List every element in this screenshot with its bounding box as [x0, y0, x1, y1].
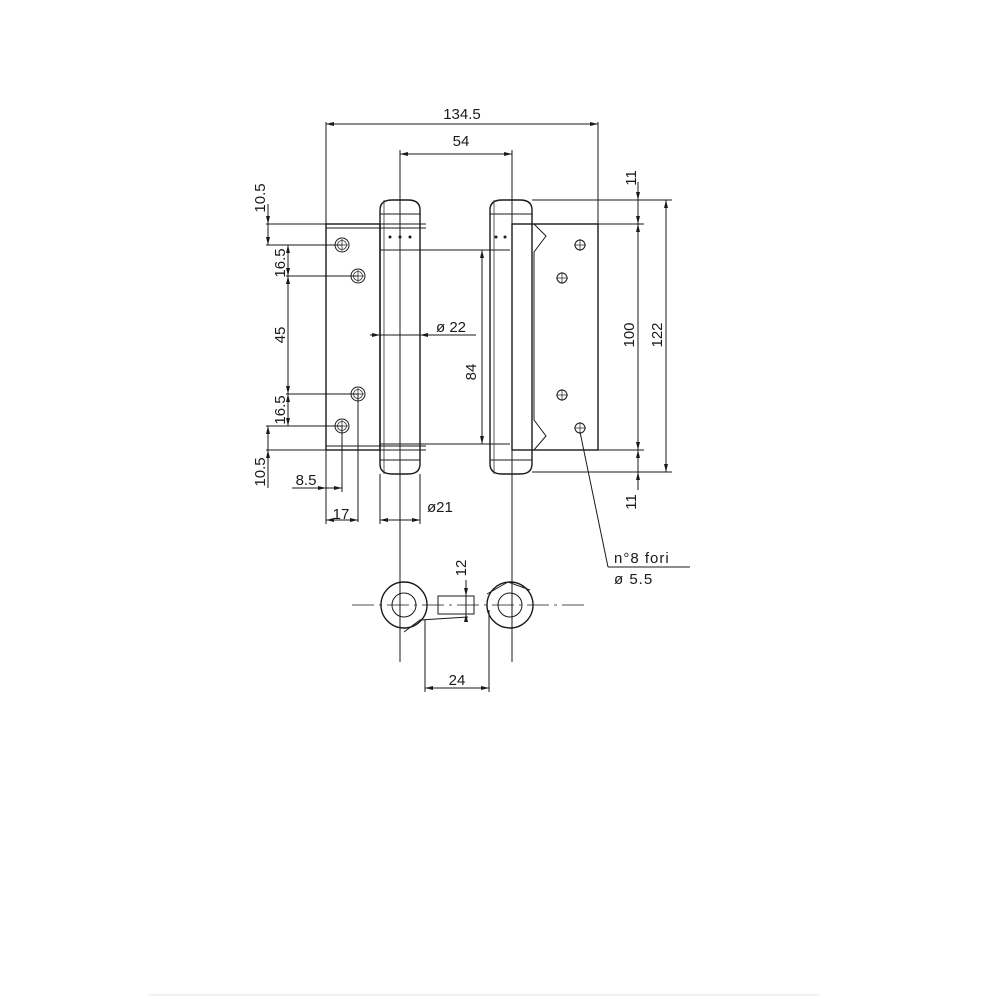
bottom-offset-left-label: 10.5: [252, 457, 269, 486]
hole-edge-x2-label: 17: [333, 506, 350, 523]
dimension-hole-edge-x2: 17: [326, 506, 358, 523]
left-barrel: [379, 199, 421, 475]
dimension-section-width: 24: [424, 610, 490, 692]
hole-edge-x-label: 8.5: [296, 472, 317, 489]
section-height-label: 12: [453, 560, 470, 577]
pin-spacing-label: 54: [453, 133, 470, 150]
dimension-top-offset-left: 10.5: [252, 183, 270, 245]
hole-pitch-top-label: 16.5: [272, 248, 289, 277]
barrel-length-label: 84: [463, 364, 480, 381]
right-leaf: [511, 223, 599, 451]
dimension-hole-pitch-top: 16.5: [272, 245, 290, 278]
total-height-label: 122: [649, 322, 666, 347]
right-leaf-hole: [574, 239, 586, 251]
section-width-label: 24: [449, 672, 466, 689]
dimension-leaf-height: 100: [621, 224, 640, 450]
right-leaf-hole: [556, 389, 568, 401]
dimension-hole-pitch-bottom: 16.5: [272, 394, 290, 426]
barrel-diameter-upper-label: ø 22: [436, 319, 466, 336]
dimension-bottom-offset-left: 10.5: [252, 426, 270, 488]
spring-body: [420, 249, 490, 445]
overall-width-label: 134.5: [443, 106, 481, 123]
dimension-barrel-diameter-lower: ø21: [380, 499, 453, 522]
barrel-diameter-lower-label: ø21: [427, 499, 453, 516]
dimension-hole-pitch-middle: 45: [272, 276, 290, 394]
left-leaf: [325, 223, 381, 451]
dimension-section-height: 12: [453, 560, 470, 622]
dimension-total-height: 122: [649, 200, 668, 472]
dimension-pin-spacing: 54: [400, 133, 512, 156]
holes-note: n°8 fori ø 5.5: [579, 431, 690, 588]
holes-note-line1: n°8 fori: [614, 550, 670, 567]
section-view: [352, 581, 586, 633]
dimension-barrel-length: 84: [463, 250, 484, 444]
top-offset-right-label: 11: [623, 170, 640, 186]
dimension-top-offset-right: 11: [623, 170, 640, 224]
dimension-barrel-diameter-upper: ø 22: [370, 319, 476, 337]
right-leaf-hole: [556, 272, 568, 284]
leaf-height-label: 100: [621, 322, 638, 347]
holes-note-line2: ø 5.5: [614, 571, 653, 588]
dimension-bottom-offset-right: 11: [623, 450, 640, 510]
top-offset-left-label: 10.5: [252, 183, 269, 212]
dimension-hole-edge-x: 8.5: [292, 472, 342, 490]
hole-pitch-bottom-label: 16.5: [272, 395, 289, 424]
hole-pitch-middle-label: 45: [272, 327, 289, 344]
bottom-offset-right-label: 11: [623, 494, 640, 510]
right-barrel: [489, 199, 533, 475]
dimension-overall-width: 134.5: [325, 106, 599, 225]
